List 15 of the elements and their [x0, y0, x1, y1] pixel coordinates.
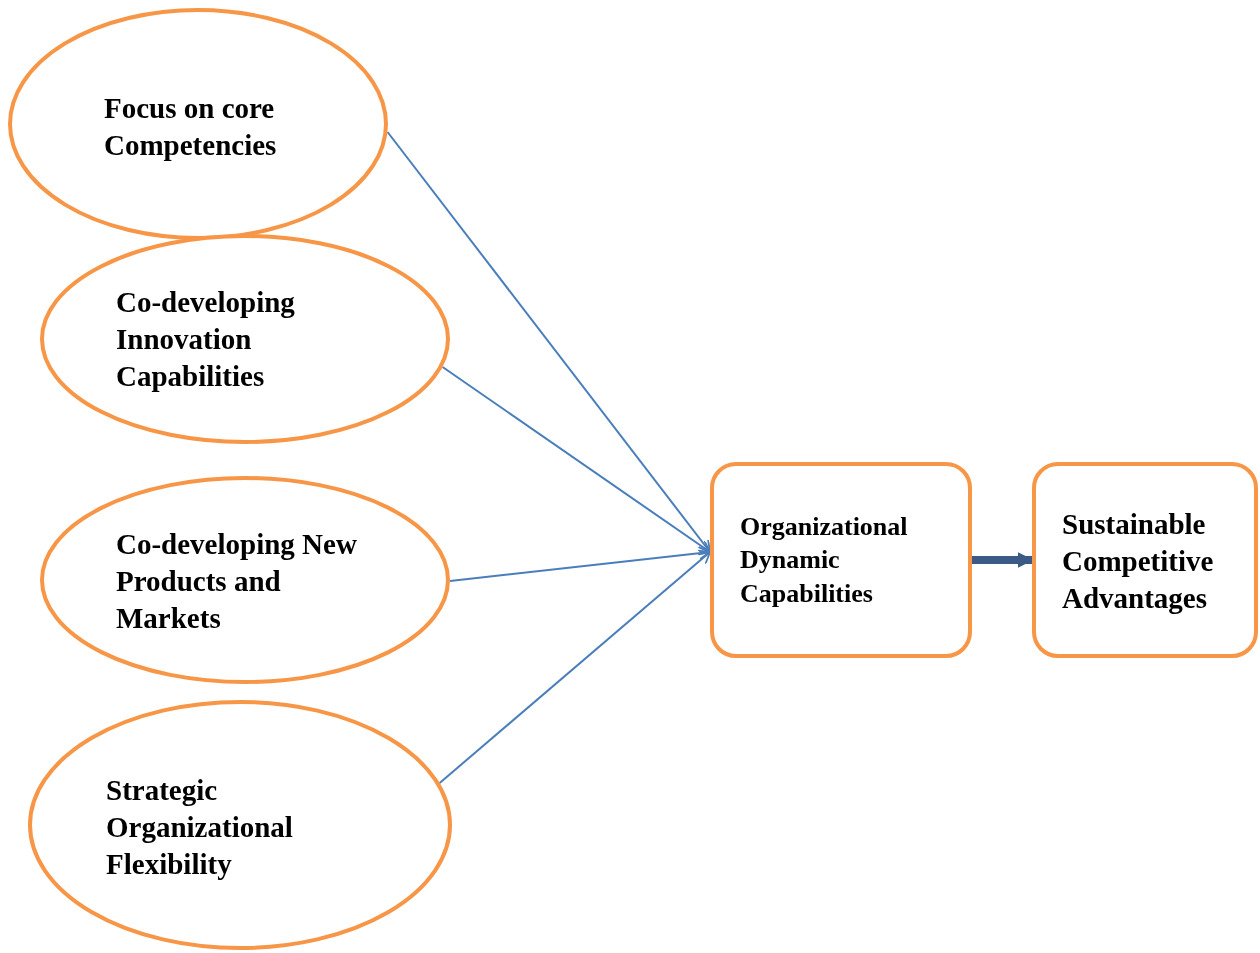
node-label: Organizational Dynamic Capabilities [740, 511, 909, 610]
node-label: Focus on core Competencies [104, 91, 278, 164]
node-label: Sustainable Competitive Advantages [1062, 507, 1215, 617]
ellipse-node [28, 700, 452, 950]
node-label: Strategic Organizational Flexibility [106, 773, 294, 883]
ellipse-node [40, 234, 450, 444]
arrow [972, 552, 1034, 568]
node-label: Co-developing Innovation Capabilities [116, 285, 296, 395]
ellipse-node [8, 8, 388, 240]
arrow [441, 366, 711, 553]
arrow [438, 551, 711, 784]
process-box [710, 462, 972, 658]
ellipse-node [40, 476, 450, 684]
process-box [1032, 462, 1258, 658]
node-label: Co-developing New Products and Markets [116, 527, 358, 637]
